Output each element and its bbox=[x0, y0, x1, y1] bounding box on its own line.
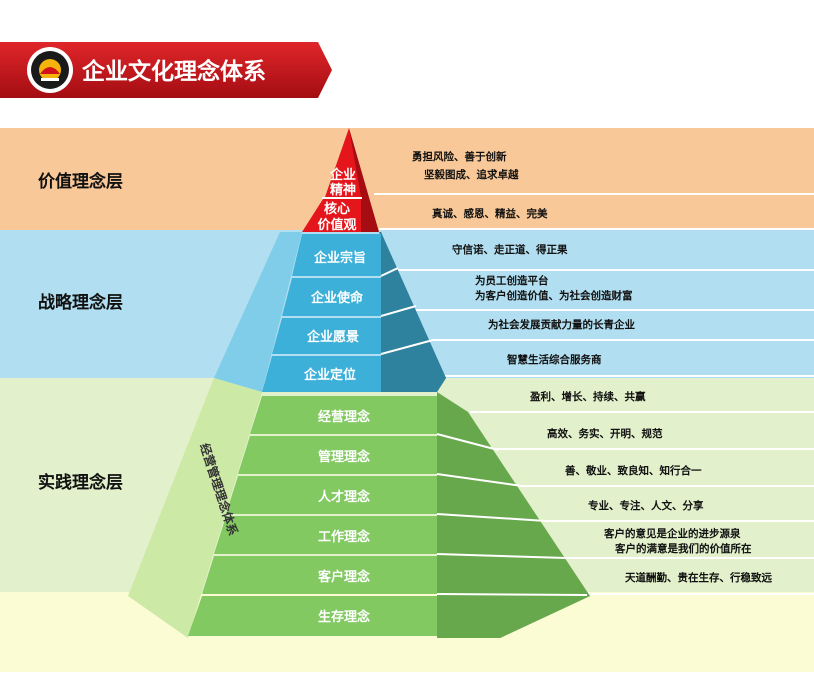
management-desc: 高效、务实、开明、规范 bbox=[547, 427, 663, 440]
strategy-layer-label: 战略理念层 bbox=[38, 292, 123, 313]
shadow-dividers bbox=[380, 267, 588, 596]
business-tier bbox=[250, 396, 437, 434]
spirit-desc-line2: 坚毅图成、追求卓越 bbox=[424, 168, 519, 181]
tenet-desc: 守信诺、走正道、得正果 bbox=[452, 243, 568, 256]
spirit-label-line1: 企业 bbox=[329, 167, 356, 183]
position-tier bbox=[262, 356, 381, 392]
title-ribbon bbox=[0, 42, 332, 98]
value-layer-label: 价值理念层 bbox=[38, 171, 123, 192]
tenet-label: 企业宗旨 bbox=[313, 250, 366, 266]
customer-tier bbox=[202, 556, 437, 594]
description-dividers bbox=[374, 193, 814, 595]
spirit-desc-line1: 勇担风险、善于创新 bbox=[412, 150, 507, 163]
work-desc: 专业、专注、人文、分享 bbox=[588, 499, 704, 512]
practice-shadow-face bbox=[437, 392, 590, 638]
survival-desc: 天道酬勤、贵在生存、行稳致远 bbox=[625, 571, 772, 584]
tenet-tier bbox=[292, 234, 381, 276]
position-desc: 智慧生活综合服务商 bbox=[506, 353, 602, 366]
vision-desc: 为社会发展贡献力量的长青企业 bbox=[488, 318, 635, 331]
strategy-shadow-face bbox=[381, 232, 446, 392]
practice-left-face bbox=[128, 378, 262, 638]
core-values-desc: 真诚、感恩、精益、完美 bbox=[432, 207, 548, 220]
company-logo bbox=[27, 47, 73, 93]
work-tier bbox=[214, 516, 437, 554]
mission-tier bbox=[282, 278, 381, 316]
management-tier bbox=[238, 436, 437, 474]
work-label: 工作理念 bbox=[318, 529, 370, 545]
survival-tier bbox=[188, 596, 437, 636]
spirit-tier bbox=[325, 128, 361, 197]
customer-desc-line2: 客户的满意是我们的价值所在 bbox=[614, 542, 752, 555]
mission-desc-line2: 为客户创造价值、为社会创造财富 bbox=[475, 289, 633, 302]
customer-label: 客户理念 bbox=[318, 569, 370, 585]
page-title: 企业文化理念体系 bbox=[81, 58, 266, 85]
vision-tier bbox=[272, 318, 381, 354]
core-values-label-line1: 核心 bbox=[324, 201, 350, 217]
core-values-label-line2: 价值观 bbox=[317, 217, 356, 233]
talent-desc: 善、敬业、致良知、知行合一 bbox=[565, 464, 702, 477]
position-label: 企业定位 bbox=[303, 367, 356, 383]
management-label: 管理理念 bbox=[318, 449, 370, 465]
business-desc: 盈利、增长、持续、共赢 bbox=[529, 390, 646, 403]
spirit-label-line2: 精神 bbox=[330, 182, 356, 198]
vision-label: 企业愿景 bbox=[306, 329, 359, 345]
core-values-tier bbox=[302, 199, 361, 232]
strategy-left-face bbox=[214, 232, 302, 392]
value-layer-band bbox=[0, 128, 814, 230]
mission-desc-line1: 为员工创造平台 bbox=[475, 274, 549, 287]
talent-tier bbox=[226, 476, 437, 514]
survival-label: 生存理念 bbox=[318, 609, 370, 625]
talent-label: 人才理念 bbox=[318, 489, 370, 505]
practice-layer-label: 实践理念层 bbox=[38, 472, 123, 493]
mission-label: 企业使命 bbox=[310, 290, 364, 306]
business-label: 经营理念 bbox=[318, 409, 370, 425]
customer-desc-line1: 客户的意见是企业的进步源泉 bbox=[603, 527, 741, 540]
